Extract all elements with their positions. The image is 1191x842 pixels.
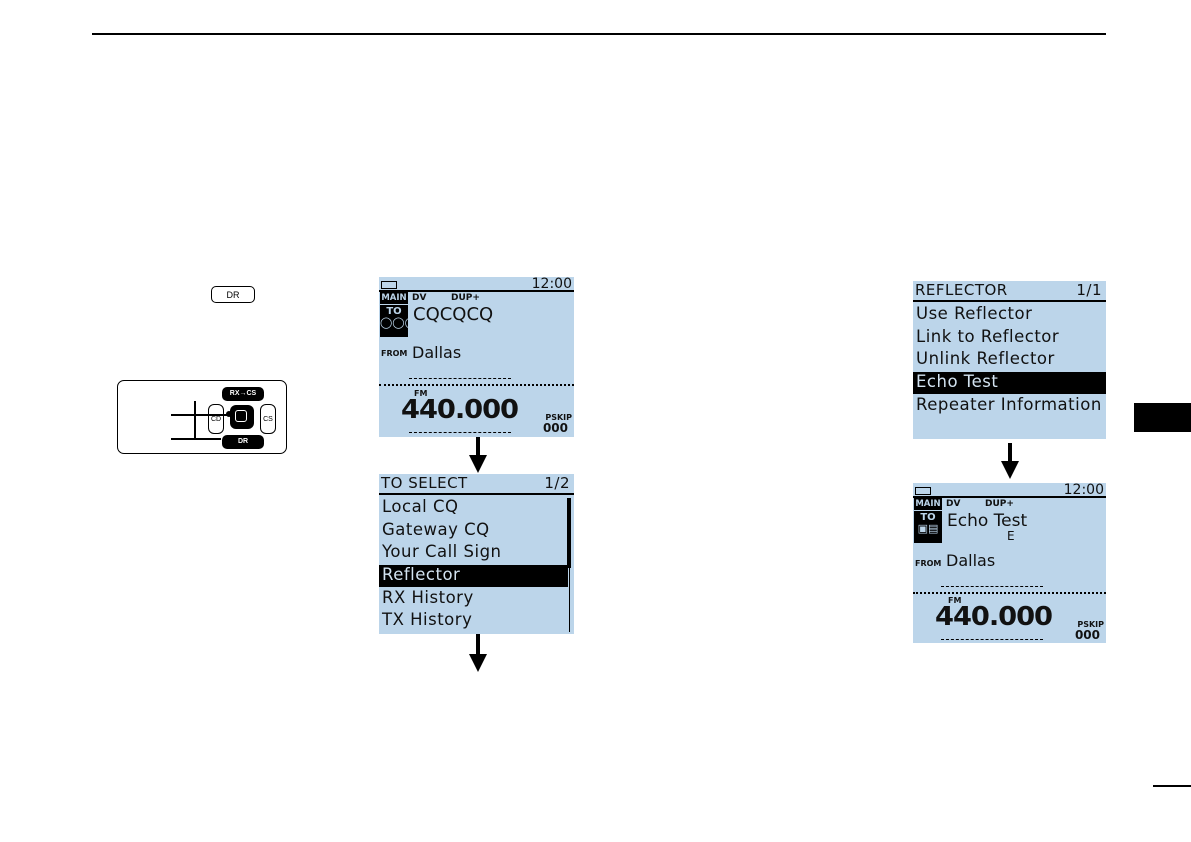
to-tag: TO ▣▤ — [914, 511, 942, 543]
clock: 12:00 — [1063, 483, 1104, 498]
menu-title: TO SELECT — [381, 474, 468, 492]
callout-dot — [226, 411, 232, 417]
battery-icon — [381, 281, 397, 289]
menu-item[interactable]: Link to Reflector — [916, 327, 1060, 346]
band-mode: FM — [414, 389, 428, 398]
repeater-icon: ▣▤ — [917, 522, 939, 535]
frequency: 440.000 — [935, 602, 1053, 632]
pskip-label: PSKIP — [545, 413, 572, 422]
section-tab — [1134, 403, 1191, 432]
from-tag: FROM — [381, 349, 408, 358]
menu-item[interactable]: Gateway CQ — [382, 520, 490, 539]
level-meter — [409, 378, 511, 379]
dr-key: DR — [222, 435, 264, 449]
menu-page: 1/2 — [544, 474, 570, 492]
from-tag: FROM — [915, 559, 942, 568]
call-sign: CQCQCQ — [413, 304, 494, 325]
level-meter — [941, 586, 1043, 587]
mode-label: DV — [946, 499, 961, 509]
cd-key: CD — [208, 404, 224, 434]
lcd-echo-test: 12:00 MAIN DV DUP+ TO ▣▤ Echo Test E FRO… — [913, 483, 1106, 643]
lcd-main-screen: 12:00 MAIN DV DUP+ TO ◯◯◯ CQCQCQ FROM Da… — [379, 277, 574, 437]
menu-item-selected[interactable]: Echo Test — [913, 372, 1106, 394]
group-icon: ◯◯◯ — [380, 316, 417, 329]
rx-cs-key: RX→CS — [222, 387, 264, 401]
cs-key: CS — [260, 404, 276, 434]
to-tag: TO ◯◯◯ — [380, 305, 417, 337]
menu-item[interactable]: Your Call Sign — [382, 542, 502, 561]
header-rule — [92, 33, 1106, 35]
from-value: Dallas — [946, 551, 996, 570]
main-tag: MAIN — [914, 498, 942, 510]
to-label: TO — [386, 306, 402, 317]
menu-item[interactable]: Local CQ — [382, 497, 459, 516]
scrollbar-thumb[interactable] — [567, 498, 571, 568]
band-divider — [379, 384, 574, 386]
callout-line — [194, 401, 196, 439]
menu-title: REFLECTOR — [915, 281, 1008, 299]
menu-item[interactable]: RX History — [382, 588, 474, 607]
dup-label: DUP+ — [985, 499, 1014, 509]
callout-line — [171, 438, 221, 440]
mode-label: DV — [412, 293, 427, 303]
channel-number: 000 — [542, 421, 568, 435]
status-rule — [379, 290, 574, 292]
channel-number: 000 — [1074, 628, 1100, 642]
signal-meter — [409, 432, 511, 433]
frequency: 440.000 — [401, 395, 519, 425]
to-label: TO — [920, 512, 936, 523]
scrollbar-track — [568, 568, 570, 632]
center-key-inner — [235, 410, 247, 422]
callout-line — [171, 414, 229, 416]
lcd-reflector: REFLECTOR 1/1 Use Reflector Link to Refl… — [913, 281, 1106, 439]
call-sign: Echo Test — [947, 511, 1028, 531]
dr-key-icon: DR — [211, 286, 255, 303]
band-divider — [913, 592, 1106, 594]
menu-item-selected[interactable]: Reflector — [379, 565, 568, 587]
keypad-illustration: RX→CS CD CS DR — [117, 380, 287, 454]
call-suffix: E — [1007, 529, 1015, 543]
menu-item[interactable]: Unlink Reflector — [916, 349, 1055, 368]
battery-icon — [915, 487, 931, 495]
signal-meter — [941, 639, 1043, 640]
menu-item[interactable]: TX History — [382, 610, 473, 629]
menu-item[interactable]: Use Reflector — [916, 304, 1033, 323]
lcd-to-select: TO SELECT 1/2 Local CQ Gateway CQ Your C… — [379, 474, 574, 634]
title-rule — [913, 300, 1106, 302]
main-tag: MAIN — [380, 292, 408, 304]
band-mode: FM — [948, 596, 962, 605]
clock: 12:00 — [531, 277, 572, 292]
center-key — [230, 405, 254, 429]
menu-item[interactable]: Repeater Information — [916, 395, 1102, 414]
pskip-label: PSKIP — [1077, 620, 1104, 629]
from-value: Dallas — [412, 343, 462, 362]
status-rule — [913, 496, 1106, 498]
title-rule — [379, 493, 574, 495]
dup-label: DUP+ — [451, 293, 480, 303]
page-number-rule — [1153, 785, 1191, 787]
menu-page: 1/1 — [1076, 281, 1102, 299]
